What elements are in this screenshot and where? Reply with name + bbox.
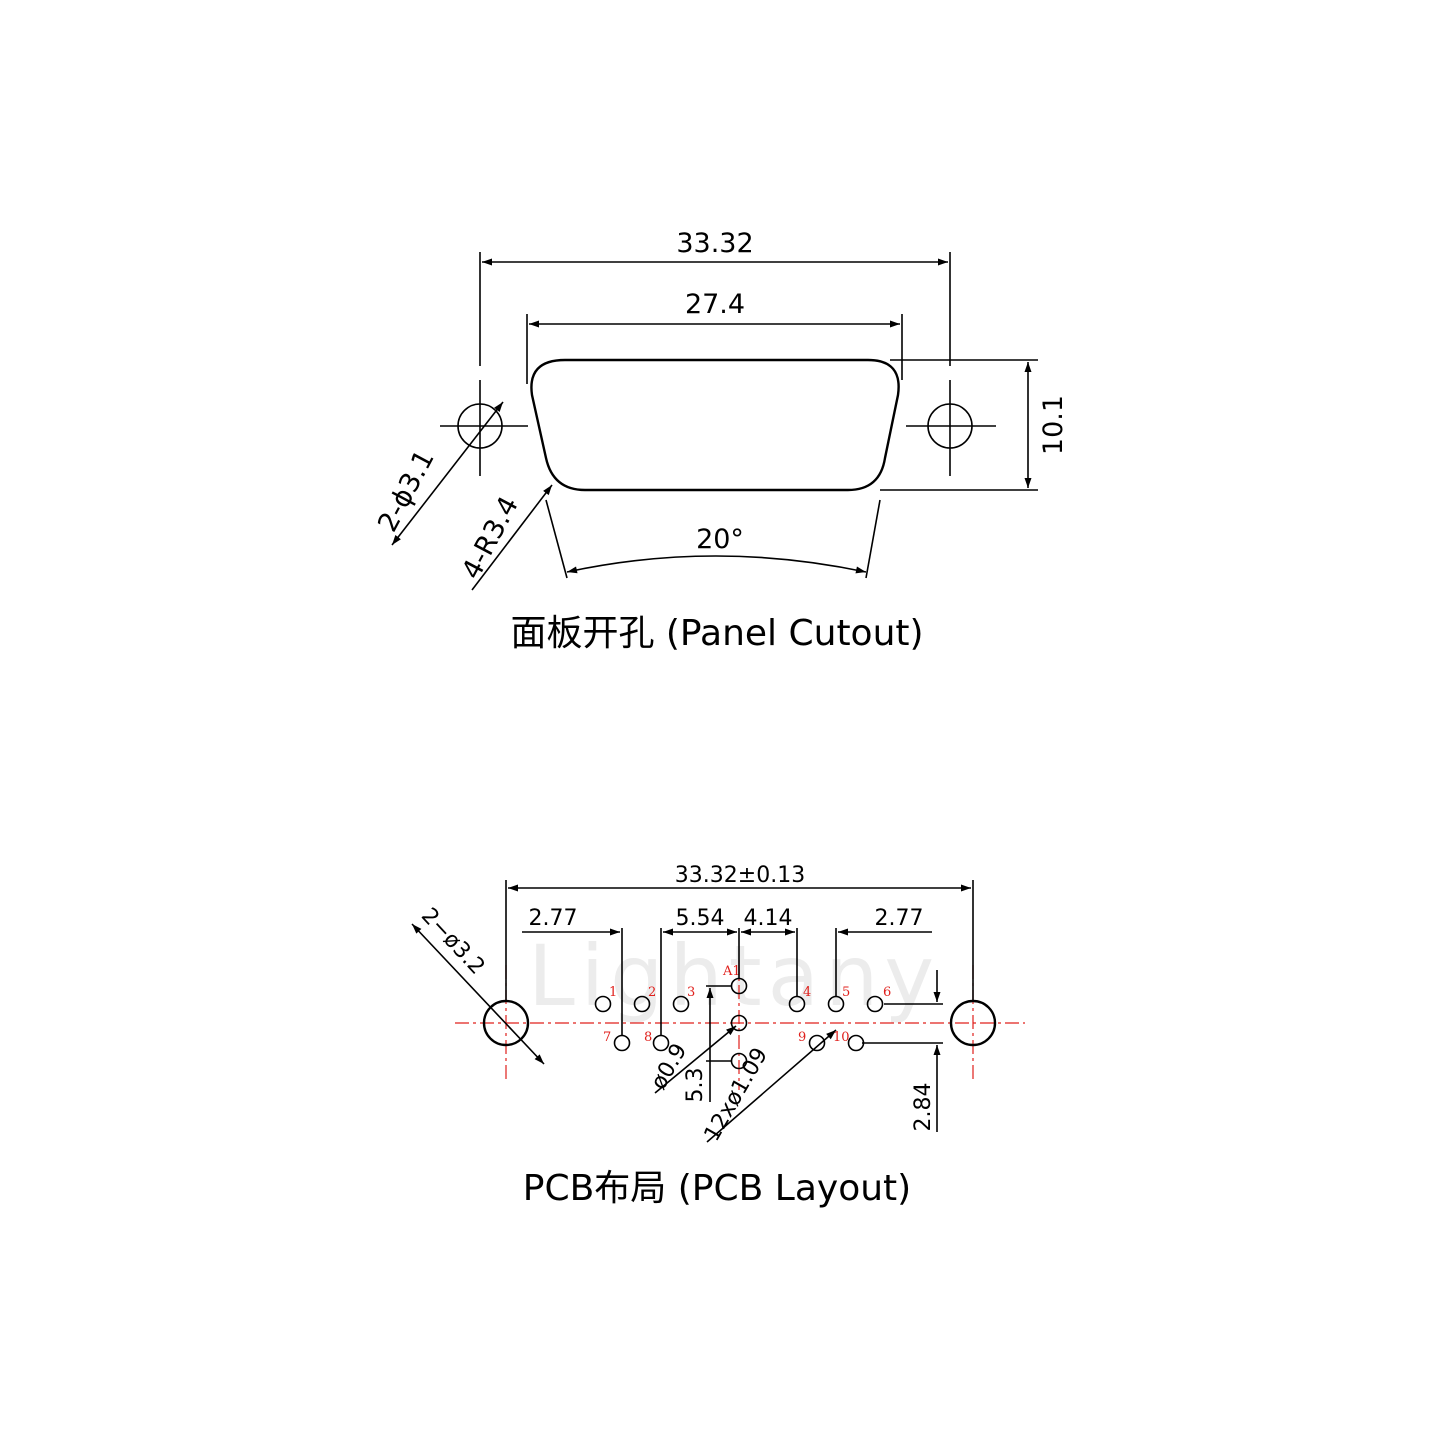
- dim-text-hole-diameter: 2-ϕ3.1: [372, 445, 441, 537]
- panel-d-cutout-outline: [530, 358, 900, 492]
- dim-text-left-edge: 2.77: [529, 906, 578, 931]
- leader-pin-hole: [654, 1025, 737, 1094]
- pin-hole-3: [672, 995, 690, 1013]
- leader-hole-diameter: [391, 401, 504, 546]
- dim-text-height: 10.1: [1038, 395, 1069, 455]
- dim-text-right-edge: 2.77: [875, 906, 924, 931]
- pin-label-1: 1: [609, 985, 617, 1000]
- panel-cutout-caption: 面板开孔 (Panel Cutout): [510, 613, 923, 654]
- leader-coax-holes: [706, 1029, 837, 1143]
- dim-text-corner-radius: 4-R3.4: [456, 492, 525, 585]
- pin-label-2: 2: [648, 985, 656, 1000]
- pin-hole-4: [788, 995, 806, 1013]
- watermark-logo: Lightany: [528, 927, 940, 1025]
- pin-hole-a1-center: [730, 1014, 748, 1032]
- pin-label-10: 10: [833, 1030, 850, 1045]
- leader-pcb-mount-hole: [411, 923, 545, 1065]
- pin-label-6: 6: [883, 985, 891, 1000]
- dim-text-outer-width: 33.32: [676, 228, 753, 259]
- dim-text-angle: 20°: [696, 524, 744, 555]
- panel-cutout-view: 33.32 27.4 10.1 2-ϕ3.1 4-R3.4 20° 面板开孔 (…: [372, 228, 1069, 654]
- pin-label-7: 7: [603, 1030, 611, 1045]
- pcb-pin-labels: 1 2 3 4 5 6 7 8 9 10 A1: [603, 964, 891, 1045]
- pin-label-4: 4: [803, 985, 811, 1000]
- pcb-layout-caption: PCB布局 (PCB Layout): [523, 1168, 911, 1209]
- pin-hole-a1-bottom: [730, 1052, 748, 1070]
- dim-arc-angle: [566, 555, 867, 574]
- dim-text-pcb-total: 33.32±0.13: [675, 863, 805, 888]
- dim-text-row-pitch: 5.3: [683, 1068, 708, 1103]
- pin-hole-9: [808, 1034, 826, 1052]
- pin-label-3: 3: [687, 985, 695, 1000]
- pin-hole-5: [827, 995, 845, 1013]
- dim-text-vertical-offset: 2.84: [911, 1083, 936, 1132]
- dim-text-mid-right: 4.14: [744, 906, 793, 931]
- pin-hole-6: [866, 995, 884, 1013]
- dim-text-inner-width: 27.4: [685, 289, 745, 320]
- pin-hole-7: [613, 1034, 631, 1052]
- pin-hole-10: [847, 1034, 865, 1052]
- pin-label-5: 5: [842, 985, 850, 1000]
- pin-label-8: 8: [644, 1030, 652, 1045]
- pcb-mount-hole-right: [949, 999, 997, 1047]
- pcb-layout-view: Lightany 1 2 3 4: [411, 863, 1025, 1209]
- pin-hole-1: [594, 995, 612, 1013]
- pin-label-a1: A1: [722, 964, 741, 979]
- pin-hole-a1-top: [730, 977, 748, 995]
- pin-hole-2: [633, 995, 651, 1013]
- pcb-pin-holes: [594, 977, 884, 1070]
- leader-corner-radius: [471, 484, 553, 591]
- pin-label-9: 9: [798, 1030, 806, 1045]
- dim-text-mid-left: 5.54: [676, 906, 725, 931]
